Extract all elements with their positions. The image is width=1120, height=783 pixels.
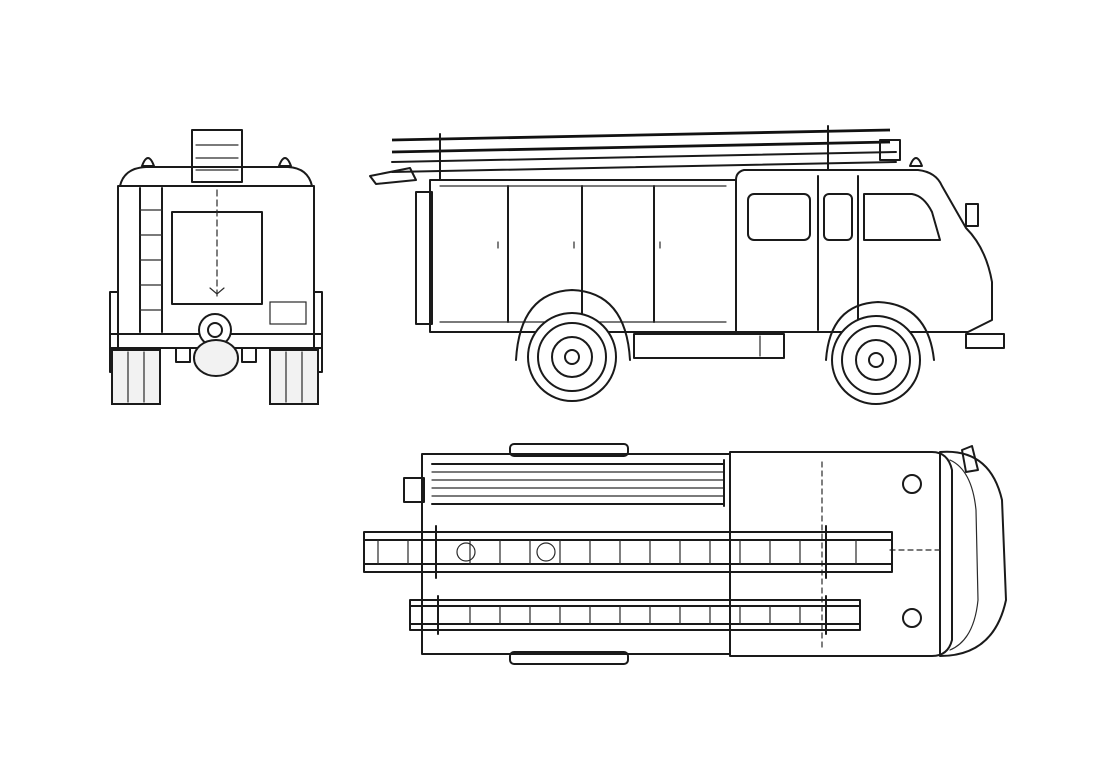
cab-windshield <box>863 193 941 241</box>
rear-differential <box>193 339 239 377</box>
side-beacon <box>909 157 923 167</box>
hose-nozzle <box>369 167 417 185</box>
top-roof-slats <box>431 459 725 507</box>
side-rear-wheel <box>527 312 617 402</box>
rear-wheel-arch <box>515 289 631 361</box>
side-step-box <box>633 333 785 359</box>
rear-roof-box <box>191 129 243 183</box>
rear-emblem-icon <box>209 287 225 295</box>
top-beacon <box>961 445 979 473</box>
hose-reel-icon <box>456 542 476 562</box>
top-cab-front <box>939 450 1007 657</box>
rear-plate <box>269 301 307 325</box>
side-front-wheel <box>831 315 921 405</box>
cab-window-middle <box>823 193 853 241</box>
roof-hatch-front <box>902 474 922 494</box>
rear-wheel-right <box>269 349 319 405</box>
hose-reel-icon-2 <box>536 542 556 562</box>
top-ladder-lower <box>409 595 861 635</box>
rear-beacon-right <box>278 157 292 167</box>
rear-beacon-left <box>141 157 155 167</box>
rear-side-ladder <box>139 187 163 333</box>
rear-view <box>109 129 323 405</box>
cab-window-rear <box>747 193 811 241</box>
top-view <box>363 443 1007 665</box>
top-ladder-upper <box>363 525 893 579</box>
rear-ladder-side <box>415 191 433 325</box>
ladder-end-bracket <box>879 139 901 161</box>
rear-wheel-left <box>111 349 161 405</box>
front-wheel-arch <box>825 301 935 361</box>
side-cab <box>735 169 993 333</box>
side-view <box>369 125 1005 405</box>
rear-roof <box>119 166 313 187</box>
front-bumper <box>965 333 1005 349</box>
side-mirror <box>965 203 979 227</box>
side-roof-ladders <box>369 125 901 185</box>
roof-hatch-rear <box>902 608 922 628</box>
top-rear-step <box>403 477 425 503</box>
